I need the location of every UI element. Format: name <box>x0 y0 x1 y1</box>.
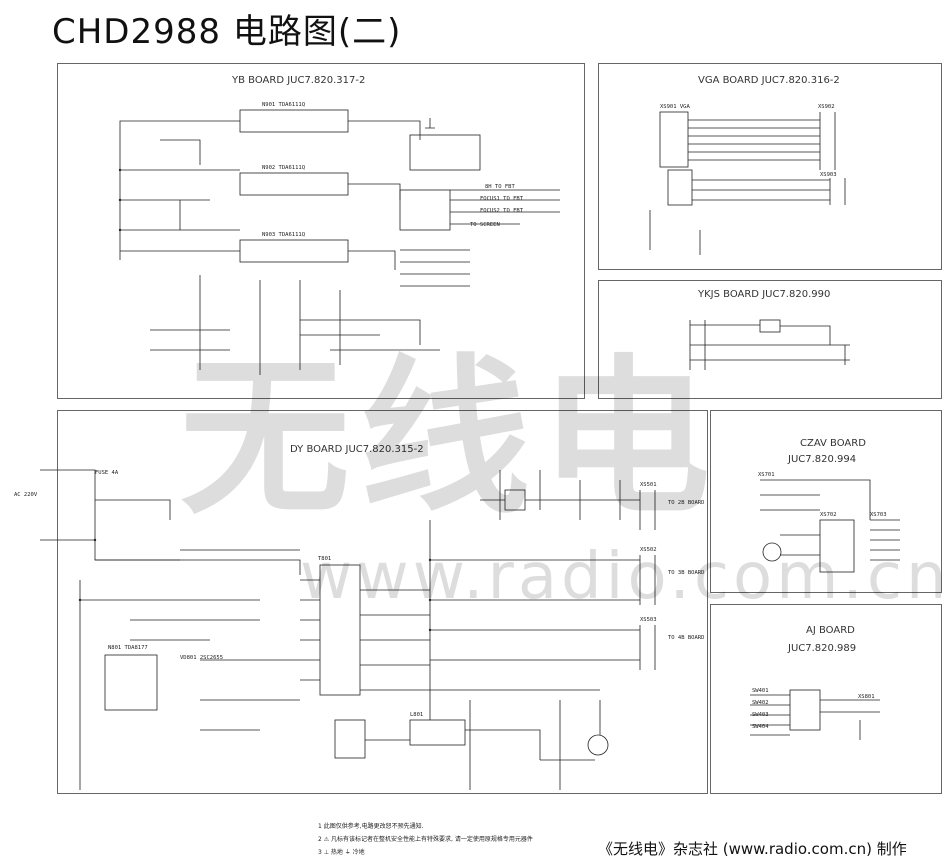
yb-board-frame <box>57 63 585 399</box>
yb-board-label: YB BOARD JUC7.820.317-2 <box>232 75 366 86</box>
czav-board-frame <box>710 410 942 593</box>
component-ref: TO 4B BOARD <box>668 635 705 641</box>
component-ref: N901 TDA6111Q <box>262 102 306 108</box>
component-ref: N801 TDA8177 <box>108 645 148 651</box>
component-ref: SW401 <box>752 688 769 694</box>
component-ref: FUSE 4A <box>95 470 119 476</box>
component-ref: XS703 <box>870 512 887 518</box>
aj-board-label: AJ BOARD <box>806 625 855 636</box>
component-ref: VD801 2SC2655 <box>180 655 224 661</box>
component-ref: SW403 <box>752 712 769 718</box>
note-item: 1 此图仅供参考,电路更改恕不预先通知. <box>318 823 424 830</box>
component-ref: AC 220V <box>14 492 38 498</box>
czav-board-code: JUC7.820.994 <box>788 454 857 465</box>
component-ref: TO 3B BOARD <box>668 570 705 576</box>
component-ref: N902 TDA6111Q <box>262 165 306 171</box>
note-item: 3 ⊥ 热地 ⏚ 冷地 <box>318 849 365 856</box>
component-ref: XS502 <box>640 547 657 553</box>
ykjs-board-frame <box>598 280 942 399</box>
component-ref: XS701 <box>758 472 775 478</box>
aj-board-code: JUC7.820.989 <box>788 643 857 654</box>
component-ref: XS801 <box>858 694 875 700</box>
component-ref: XS901 VGA <box>660 104 690 110</box>
component-ref: T801 <box>318 556 332 562</box>
component-ref: TO SCREEN <box>470 222 500 228</box>
vga-board-label: VGA BOARD JUC7.820.316-2 <box>698 75 840 86</box>
note-item: 2 ⚠ 凡标有该标记者在整机安全性能上有特殊要求, 请一定使用原规格专用元器件 <box>318 836 533 843</box>
component-ref: L801 <box>410 712 424 718</box>
component-ref: N903 TDA6111Q <box>262 232 306 238</box>
component-ref: FOCUS1 TO FBT <box>480 196 524 202</box>
ykjs-board-label: YKJS BOARD JUC7.820.990 <box>698 289 831 300</box>
component-ref: FOCUS2 TO FBT <box>480 208 524 214</box>
czav-board-label: CZAV BOARD <box>800 438 866 449</box>
page-title: CHD2988 电路图(二) <box>52 12 402 52</box>
notes-block: 1 此图仅供参考,电路更改恕不预先通知. 2 ⚠ 凡标有该标记者在整机安全性能上… <box>318 820 533 859</box>
component-ref: XS501 <box>640 482 657 488</box>
dy-board-label: DY BOARD JUC7.820.315-2 <box>290 444 424 455</box>
component-ref: SW402 <box>752 700 769 706</box>
component-ref: XS702 <box>820 512 837 518</box>
component-ref: TO 2B BOARD <box>668 500 705 506</box>
aj-board-frame <box>710 604 942 794</box>
component-ref: XS903 <box>820 172 837 178</box>
vga-board-frame <box>598 63 942 270</box>
publisher-credit: 《无线电》杂志社 (www.radio.com.cn) 制作 <box>598 840 907 858</box>
component-ref: 8H TO FBT <box>485 184 515 190</box>
dy-board-frame <box>57 410 708 794</box>
component-ref: XS503 <box>640 617 657 623</box>
component-ref: SW404 <box>752 724 769 730</box>
component-ref: XS902 <box>818 104 835 110</box>
